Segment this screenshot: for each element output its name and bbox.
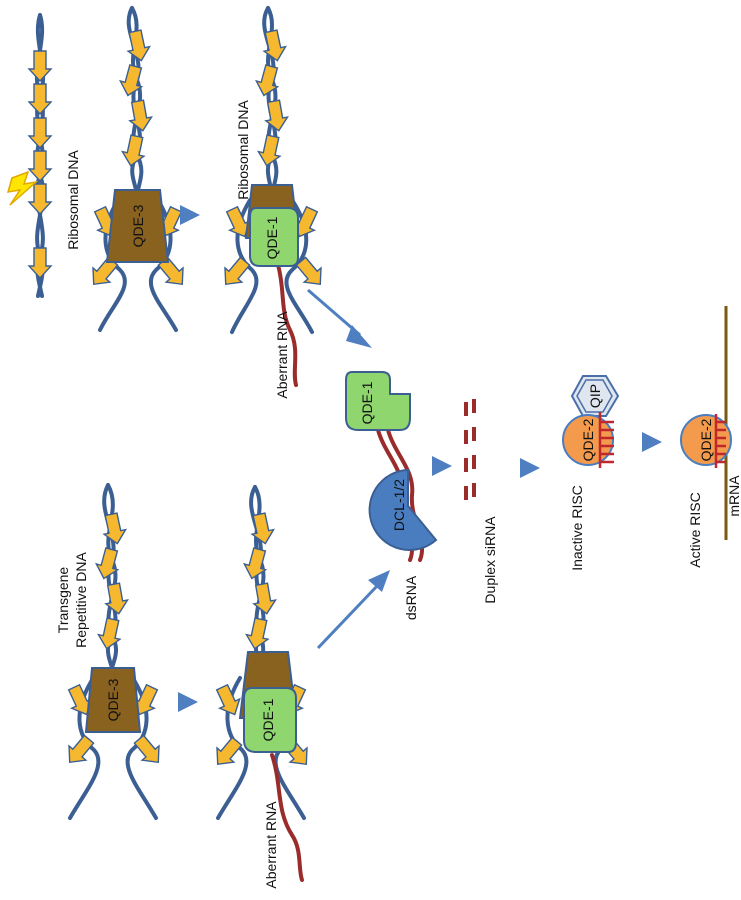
- qde2-label-b: QDE-2: [698, 418, 714, 461]
- qip-label: QIP: [587, 384, 603, 408]
- ribosomal-dna-qde1-complex: [216, 6, 330, 387]
- active-risc: [680, 306, 732, 540]
- label-active-risc: Active RISC: [687, 492, 703, 567]
- label-mrna: mRNA: [726, 475, 741, 517]
- qde1-label-b: QDE-1: [260, 698, 276, 741]
- duplex-sirna: [464, 399, 476, 500]
- ribosomal-dna-damaged: [6, 13, 52, 298]
- flow-arrow-7: [642, 432, 662, 452]
- label-aberrant-rna-2: Aberrant RNA: [263, 801, 279, 889]
- flow-arrow-6: [520, 458, 540, 478]
- label-transgene: Transgene: [55, 567, 71, 634]
- flow-arrow-4: [368, 570, 390, 592]
- label-ribosomal-dna-2: Ribosomal DNA: [235, 100, 251, 200]
- qde3-label-a: QDE-3: [130, 204, 146, 247]
- lightning-bolt-icon: [6, 170, 39, 206]
- label-dsrna: dsRNA: [403, 575, 419, 620]
- dsrna-complex: [345, 371, 438, 562]
- flow-arrow-1: [180, 205, 200, 225]
- label-inactive-risc: Inactive RISC: [569, 485, 585, 571]
- dcl-protein: [368, 468, 438, 551]
- flow-arrow-5: [432, 456, 452, 476]
- ribosomal-dna-qde3-complex: [84, 6, 192, 332]
- qde3-label-b: QDE-3: [105, 678, 121, 721]
- transgene-dna-qde1-complex: [208, 485, 316, 882]
- dcl-label: DCL-1/2: [391, 479, 407, 531]
- qde1-protein-c: [345, 371, 411, 431]
- label-aberrant-rna-1: Aberrant RNA: [274, 311, 290, 399]
- qde1-label-a: QDE-1: [264, 216, 280, 259]
- label-ribosomal-dna-1: Ribosomal DNA: [65, 150, 81, 250]
- label-duplex-sirna: Duplex siRNA: [482, 516, 498, 604]
- qde2-label-a: QDE-2: [580, 418, 596, 461]
- flow-arrow-3: [178, 692, 198, 712]
- transgene-dna-qde3-complex: [60, 483, 168, 820]
- flow-arrow-2: [346, 325, 372, 348]
- inactive-risc: [562, 375, 620, 468]
- qde1-label-c: QDE-1: [359, 381, 375, 424]
- label-repetitive-dna: Repetitive DNA: [73, 551, 89, 647]
- qde2-protein-b: [680, 414, 732, 466]
